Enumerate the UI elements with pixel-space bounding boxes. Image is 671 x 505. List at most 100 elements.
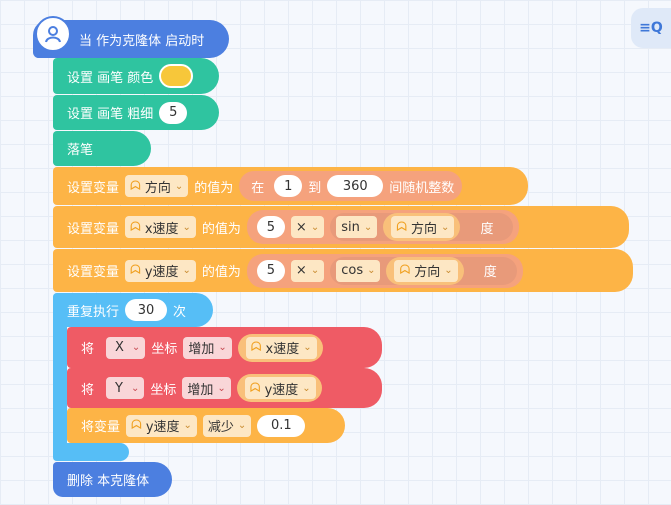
- axis-dropdown[interactable]: Y ⌄: [106, 377, 145, 399]
- ghost-icon: ᗣ: [250, 340, 262, 355]
- to-label: 到: [308, 180, 322, 196]
- variable-reporter[interactable]: ᗣ 方向 ⌄: [386, 256, 464, 285]
- variable-name: x速度: [144, 221, 179, 237]
- of-label: 的值为: [194, 180, 234, 196]
- repeat-suffix: 次: [173, 304, 187, 320]
- variable-dropdown[interactable]: ᗣ 方向 ⌄: [391, 216, 455, 238]
- set-y-speed-block[interactable]: 设置变量 ᗣ y速度 ⌄ 的值为 5 × ⌄ cos ⌄ ᗣ 方向 ⌄ 度: [53, 249, 633, 292]
- multiplier-input[interactable]: 5: [256, 216, 285, 238]
- action-dropdown[interactable]: 减少 ⌄: [202, 414, 252, 437]
- delete-clone-block[interactable]: 删除 本克隆体: [53, 462, 172, 497]
- repeat-header: 重复执行 30 次: [53, 293, 186, 327]
- variable-reporter[interactable]: ᗣ 方向 ⌄: [383, 213, 461, 241]
- action-dropdown[interactable]: 增加 ⌄: [182, 377, 231, 399]
- variable-dropdown[interactable]: ᗣ x速度 ⌄: [125, 216, 196, 238]
- chevron-down-icon: ⌄: [237, 420, 247, 431]
- from-label: 在: [251, 180, 265, 196]
- chevron-down-icon: ⌄: [310, 221, 320, 233]
- chevron-down-icon: ⌄: [367, 265, 376, 276]
- function-dropdown[interactable]: sin ⌄: [336, 216, 378, 238]
- repeat-count-input[interactable]: 30: [125, 299, 168, 321]
- repeat-label: 重复执行: [67, 304, 120, 320]
- block-label: 落笔: [67, 143, 94, 158]
- degree-label: 度: [483, 265, 497, 280]
- action: 减少: [207, 420, 234, 435]
- ghost-icon: ᗣ: [130, 178, 141, 194]
- action: 增加: [187, 382, 214, 398]
- pen-size-input[interactable]: 5: [159, 101, 188, 124]
- block-label: 将: [81, 382, 95, 398]
- change-y-speed-block[interactable]: 将变量 ᗣ y速度 ⌄ 减少 ⌄ 0.1: [67, 408, 345, 443]
- multiply-reporter[interactable]: 5 × ⌄ cos ⌄ ᗣ 方向 ⌄ 度: [246, 253, 523, 288]
- set-x-speed-block[interactable]: 设置变量 ᗣ x速度 ⌄ 的值为 5 × ⌄ sin ⌄ ᗣ 方向 ⌄ 度: [53, 206, 629, 248]
- chevron-down-icon: ⌄: [217, 382, 226, 394]
- variable-dropdown[interactable]: ᗣ y速度 ⌄: [244, 377, 316, 399]
- change-amount-input[interactable]: 0.1: [257, 414, 306, 437]
- multiply-reporter[interactable]: 5 × ⌄ sin ⌄ ᗣ 方向 ⌄ 度: [246, 210, 520, 244]
- chevron-down-icon: ⌄: [444, 265, 453, 276]
- sort-search-icon[interactable]: ≡Q: [631, 8, 671, 48]
- random-min-input[interactable]: 1: [274, 175, 303, 197]
- pen-down-block[interactable]: 落笔: [53, 131, 151, 166]
- set-pen-size-block[interactable]: 设置 画笔 粗细 5: [53, 95, 219, 130]
- ghost-icon: ᗣ: [396, 219, 408, 235]
- block-label: 删除 本克隆体: [67, 474, 150, 489]
- operator-dropdown[interactable]: × ⌄: [290, 216, 325, 238]
- variable-reporter[interactable]: ᗣ y速度 ⌄: [236, 374, 322, 402]
- chevron-down-icon: ⌄: [131, 342, 141, 353]
- chevron-down-icon: ⌄: [183, 420, 192, 431]
- chevron-down-icon: ⌄: [310, 265, 320, 276]
- function: sin: [341, 219, 360, 235]
- ghost-icon: ᗣ: [399, 263, 411, 278]
- action: 增加: [188, 342, 215, 357]
- variable-dropdown[interactable]: ᗣ 方向 ⌄: [394, 259, 458, 282]
- chevron-down-icon: ⌄: [182, 265, 191, 276]
- trig-reporter[interactable]: sin ⌄ ᗣ 方向 ⌄ 度: [330, 213, 514, 241]
- chevron-down-icon: ⌄: [363, 221, 373, 233]
- block-label: 设置变量: [67, 265, 120, 280]
- action-dropdown[interactable]: 增加 ⌄: [183, 336, 232, 359]
- random-reporter[interactable]: 在 1 到 360 间随机整数: [239, 171, 463, 201]
- coord-label: 坐标: [151, 342, 178, 357]
- block-label: 将变量: [81, 420, 121, 435]
- operator-dropdown[interactable]: × ⌄: [290, 259, 325, 282]
- multiplier-input[interactable]: 5: [256, 259, 285, 282]
- variable-dropdown[interactable]: ᗣ y速度 ⌄: [125, 259, 196, 282]
- variable-dropdown[interactable]: ᗣ x速度 ⌄: [245, 336, 317, 359]
- trig-reporter[interactable]: cos ⌄ ᗣ 方向 ⌄ 度: [330, 256, 517, 285]
- block-label: 设置变量: [67, 221, 120, 237]
- set-pen-color-block[interactable]: 设置 画笔 颜色: [53, 58, 219, 94]
- change-y-block[interactable]: 将 Y ⌄ 坐标 增加 ⌄ ᗣ y速度 ⌄: [67, 368, 382, 408]
- change-x-block[interactable]: 将 X ⌄ 坐标 增加 ⌄ ᗣ x速度 ⌄: [67, 327, 382, 368]
- chevron-down-icon: ⌄: [218, 342, 227, 353]
- chevron-down-icon: ⌄: [303, 342, 312, 353]
- axis: X: [115, 340, 124, 355]
- variable-reporter[interactable]: ᗣ x速度 ⌄: [237, 333, 323, 362]
- pen-color-swatch[interactable]: [159, 64, 194, 88]
- variable-name: x速度: [265, 342, 300, 357]
- variable-dropdown[interactable]: ᗣ 方向 ⌄: [125, 175, 189, 197]
- axis-dropdown[interactable]: X ⌄: [106, 336, 146, 359]
- chevron-down-icon: ⌄: [441, 221, 450, 233]
- ghost-icon: ᗣ: [249, 380, 261, 396]
- variable-name: 方向: [144, 180, 171, 196]
- block-label: 设置 画笔 粗细: [67, 107, 154, 122]
- variable-name: y速度: [264, 382, 299, 398]
- variable-dropdown[interactable]: ᗣ y速度 ⌄: [126, 414, 197, 437]
- set-direction-block[interactable]: 设置变量 ᗣ 方向 ⌄ 的值为 在 1 到 360 间随机整数: [53, 167, 528, 205]
- operator: ×: [295, 263, 307, 278]
- of-label: 的值为: [201, 221, 241, 237]
- ghost-icon: ᗣ: [131, 418, 142, 433]
- block-label: 设置变量: [67, 180, 120, 196]
- chevron-down-icon: ⌄: [302, 382, 311, 394]
- function-dropdown[interactable]: cos ⌄: [336, 259, 381, 282]
- repeat-block-foot: [53, 443, 129, 461]
- user-icon: [35, 16, 71, 52]
- function: cos: [341, 263, 364, 278]
- chevron-down-icon: ⌄: [182, 221, 191, 233]
- variable-name: y速度: [144, 265, 179, 280]
- axis: Y: [115, 380, 123, 396]
- hat-label: 当 作为克隆体 启动时: [79, 33, 205, 49]
- operator: ×: [295, 219, 307, 235]
- random-max-input[interactable]: 360: [327, 175, 384, 197]
